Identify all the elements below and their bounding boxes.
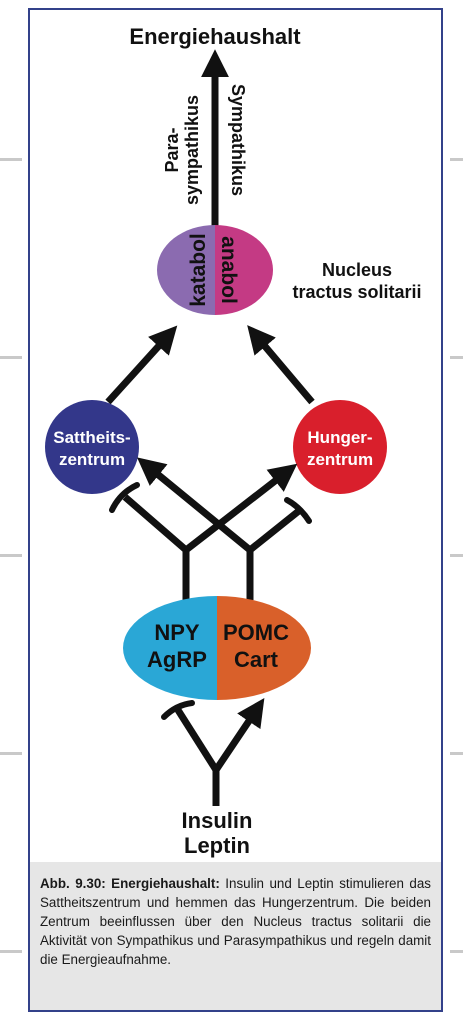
parasympathetic-label-line2: sympathikus <box>182 95 202 205</box>
insulin-label: Insulin <box>182 808 253 833</box>
nts-label-line1: Nucleus <box>322 260 392 280</box>
page-edge-mark <box>0 554 22 557</box>
page-edge-mark <box>450 158 463 161</box>
page-edge-mark <box>450 950 463 953</box>
agrp-label: AgRP <box>147 647 207 672</box>
sympathetic-label: Sympathikus <box>228 84 248 196</box>
inhibition-bar-icon <box>284 497 312 524</box>
inhibition-bar-icon <box>161 700 195 720</box>
input-to-pomc-arrow <box>213 698 265 772</box>
satiety-to-nts-arrow <box>105 325 178 405</box>
page-edge-mark <box>0 950 22 953</box>
hunger-to-nts-arrow <box>247 325 315 405</box>
page-edge-mark <box>0 158 22 161</box>
npy-inhibits-satiety <box>122 494 189 553</box>
input-inhibits-npy <box>175 708 219 772</box>
page-edge-mark <box>450 356 463 359</box>
parasympathetic-label-line1: Para- <box>162 127 182 172</box>
page-edge-mark <box>0 752 22 755</box>
page-edge-mark <box>450 554 463 557</box>
nts-label-line2: tractus solitarii <box>292 282 421 302</box>
hunger-label-line2: zentrum <box>307 450 373 469</box>
energy-balance-label: Energiehaushalt <box>129 24 301 49</box>
caption-text: Insulin und Leptin stimulieren das Satth… <box>40 876 431 967</box>
satiety-label-line1: Sattheits- <box>53 428 130 447</box>
inhibition-bar-icon <box>109 482 140 513</box>
satiety-center <box>45 400 139 494</box>
npy-to-hunger-arrow <box>183 463 298 553</box>
caption-heading: Abb. 9.30: Energiehaushalt: <box>40 876 220 891</box>
pomc-label: POMC <box>223 620 289 645</box>
page-edge-mark <box>450 752 463 755</box>
page-edge-mark <box>0 356 22 359</box>
satiety-label-line2: zentrum <box>59 450 125 469</box>
hunger-center <box>293 400 387 494</box>
catabolic-label: katabol <box>187 233 210 307</box>
nucleus-tractus-solitarii <box>157 225 273 315</box>
leptin-label: Leptin <box>184 833 250 858</box>
cart-label: Cart <box>234 647 279 672</box>
npy-label: NPY <box>154 620 200 645</box>
hunger-label-line1: Hunger- <box>307 428 372 447</box>
anabolic-label: anabol <box>217 236 240 304</box>
figure-caption: Abb. 9.30: Energiehaushalt: Insulin und … <box>30 862 441 1010</box>
pomc-to-satiety-arrow <box>137 457 253 553</box>
pomc-inhibits-hunger <box>247 507 303 553</box>
